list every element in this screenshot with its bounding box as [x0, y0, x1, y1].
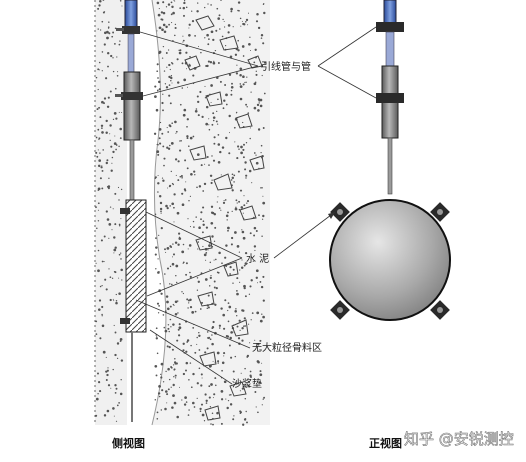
aggregate-chunks — [184, 15, 265, 421]
label-cable-pipe: 引线管与管 — [261, 60, 311, 73]
caption-side-view: 侧视图 — [112, 436, 145, 450]
leader-arrowheads — [328, 212, 335, 219]
label-sand-fill: 无大粒径骨料区 — [252, 341, 322, 354]
watermark: 知乎 @安锐测控 — [404, 430, 514, 448]
leader-lines — [135, 26, 377, 385]
side-view-instrument — [115, 0, 147, 422]
label-cement: 水 泥 — [246, 252, 269, 265]
concrete-aggregate-dots — [95, 0, 266, 426]
front-view-instrument — [329, 0, 451, 321]
caption-front-view: 正视图 — [369, 436, 402, 450]
label-sand-cushion: 沙浆垫 — [232, 377, 262, 390]
